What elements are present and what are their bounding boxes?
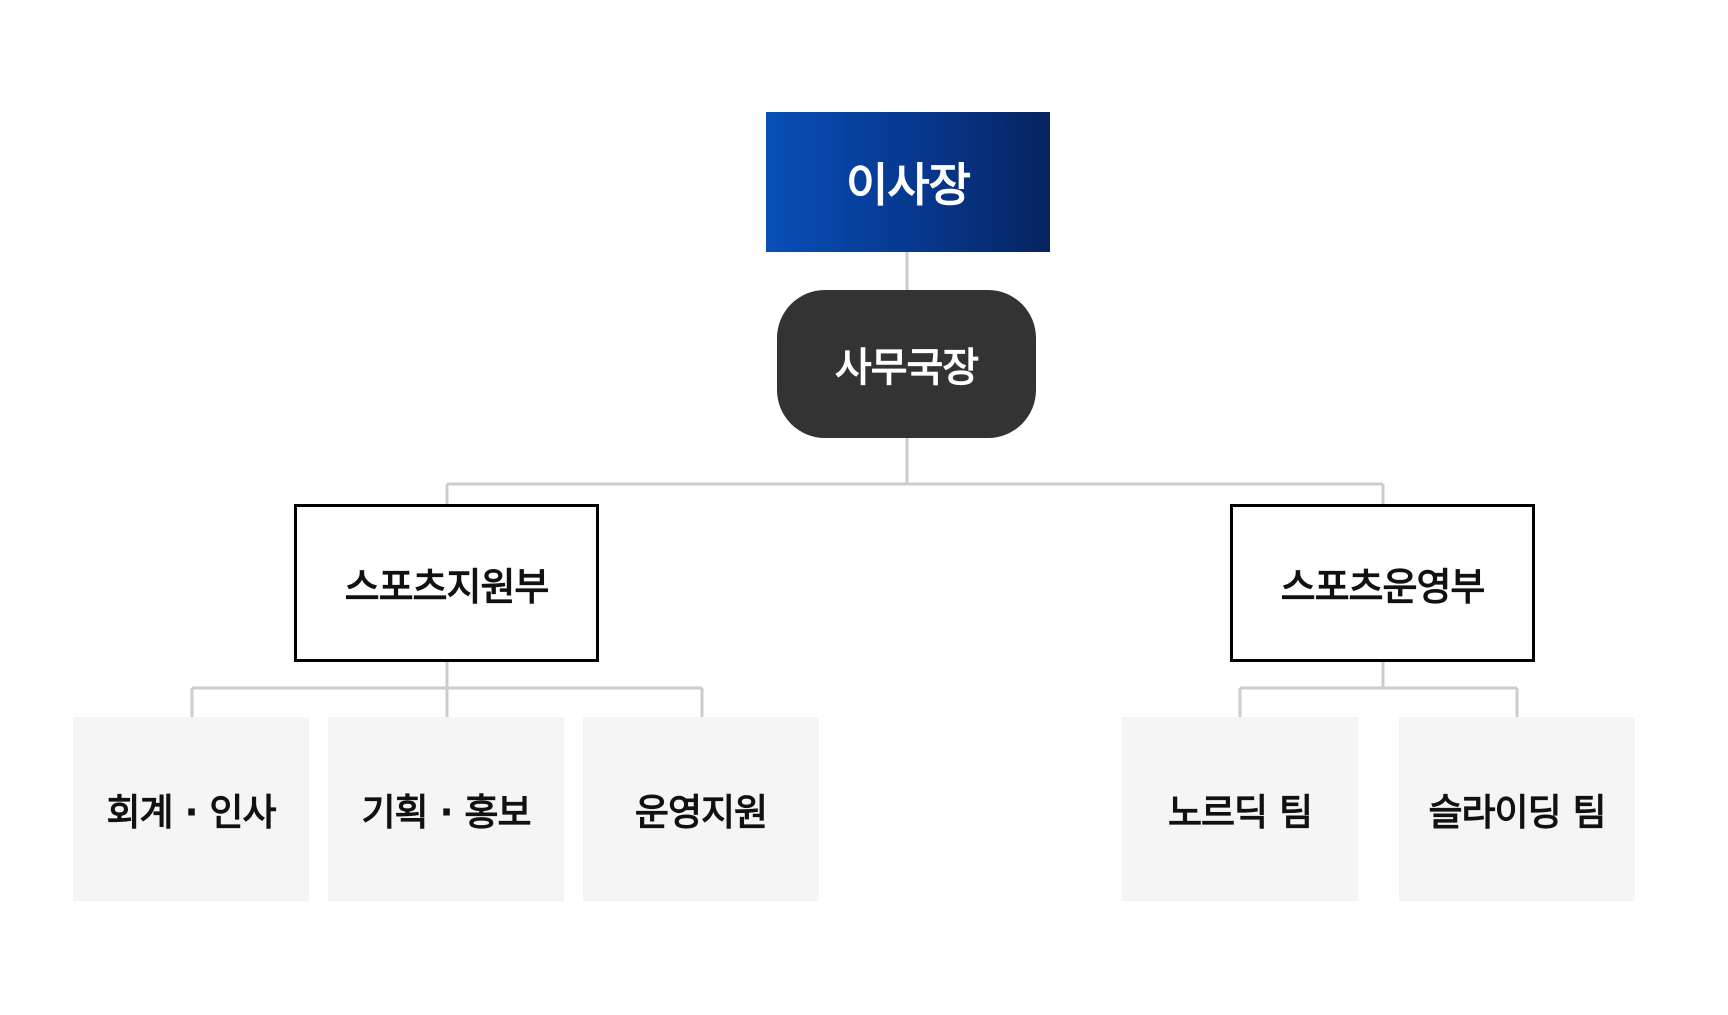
sliding-team-label: 슬라이딩 팀 [1428,791,1606,834]
secretary-general-label: 사무국장 [834,345,979,391]
sports-operation-department-node: 스포츠운영부 [1230,504,1535,662]
planning-pr-team-node: 기획 · 홍보 [328,717,564,901]
accounting-hr-team-node: 회계 · 인사 [73,717,309,901]
sliding-team-node: 슬라이딩 팀 [1399,717,1635,901]
operations-support-team-node: 운영지원 [583,717,819,901]
operations-support-team-label: 운영지원 [634,791,768,834]
nordic-team-label: 노르딕 팀 [1167,791,1313,834]
sports-support-department-node: 스포츠지원부 [294,504,599,662]
president-node: 이사장 [766,112,1050,252]
accounting-hr-team-label: 회계 · 인사 [106,791,277,834]
sports-support-department-label: 스포츠지원부 [344,564,550,609]
secretary-general-node: 사무국장 [777,290,1036,438]
sports-operation-department-label: 스포츠운영부 [1280,564,1486,609]
nordic-team-node: 노르딕 팀 [1122,717,1358,901]
president-label: 이사장 [846,158,971,212]
planning-pr-team-label: 기획 · 홍보 [361,791,532,834]
